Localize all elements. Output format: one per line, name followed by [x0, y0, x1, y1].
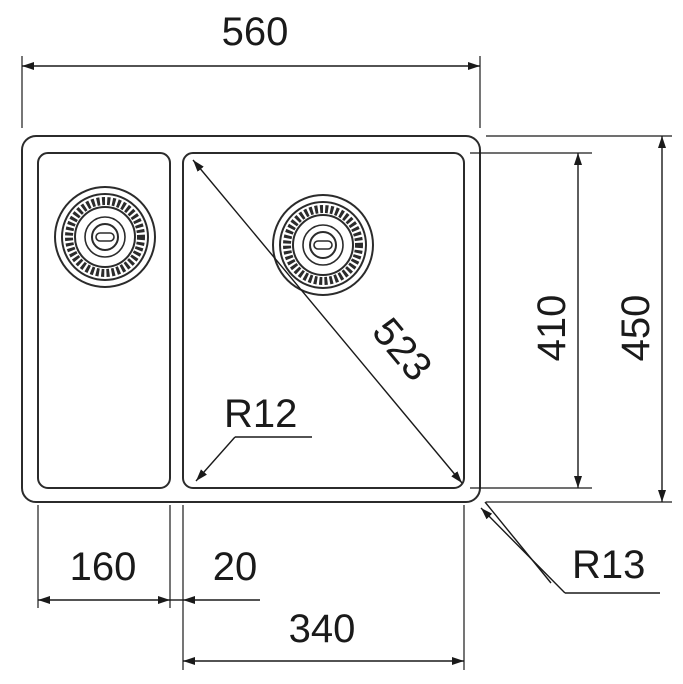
dimension-overall-height: 450	[614, 136, 666, 502]
dimension-divider-width: 20	[170, 545, 260, 604]
small-bowl-drain-icon	[54, 186, 156, 288]
outer-radius-label: R13	[572, 543, 645, 587]
large-bowl-outline	[182, 152, 465, 489]
dimension-inner-height: 410	[530, 153, 582, 488]
dimension-small-bowl-width: 160	[38, 545, 170, 604]
large-bowl-drain-icon	[272, 194, 374, 296]
dimension-outer-radius: R13	[480, 501, 660, 594]
small-bowl-outline	[37, 152, 171, 489]
divider-width-label: 20	[213, 545, 258, 589]
overall-height-label: 450	[614, 295, 658, 362]
sink-outer-outline	[21, 135, 481, 503]
dimension-large-bowl-width: 340	[183, 607, 464, 665]
large-bowl-width-label: 340	[289, 607, 356, 651]
small-bowl-width-label: 160	[70, 545, 137, 589]
dimension-overall-width: 560	[21, 10, 481, 128]
diagonal-label: 523	[364, 310, 441, 389]
inner-height-label: 410	[530, 295, 574, 362]
overall-width-label: 560	[222, 10, 289, 54]
inner-radius-label: R12	[224, 392, 297, 436]
dimension-inner-radius: R12	[195, 392, 312, 482]
